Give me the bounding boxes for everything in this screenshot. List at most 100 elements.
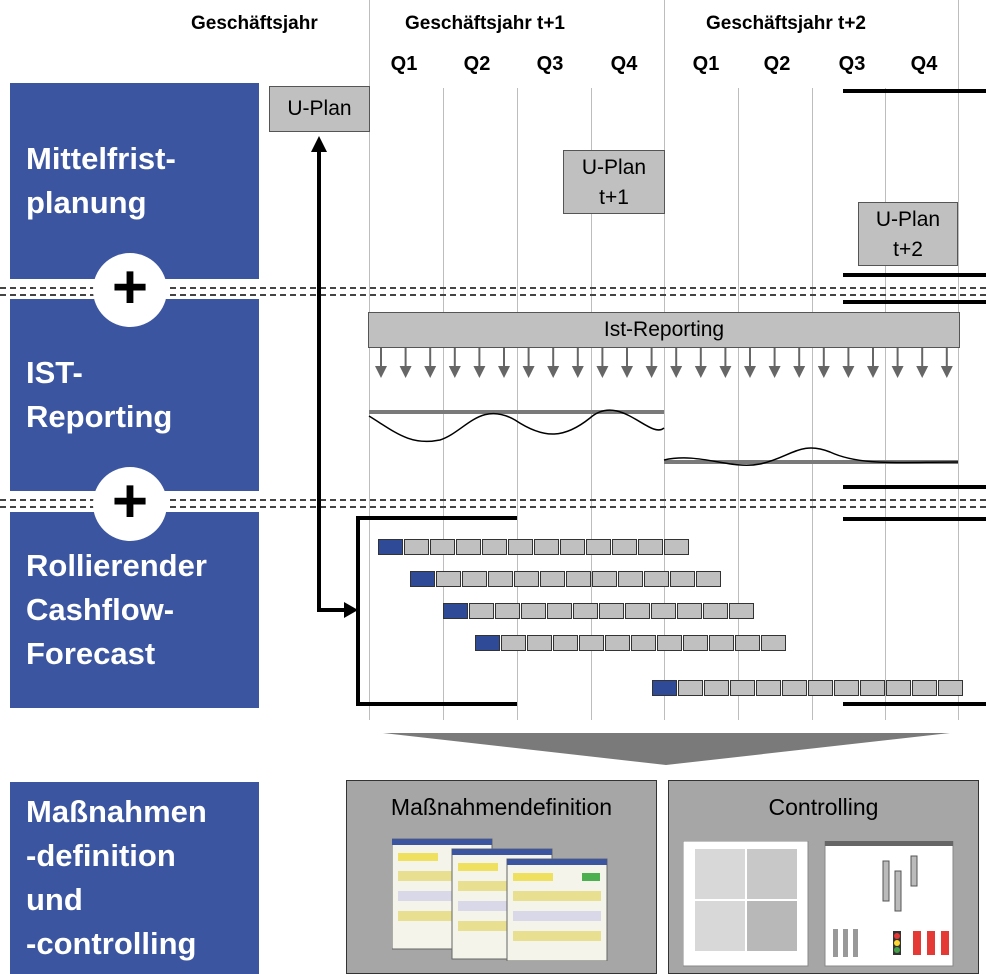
row-label-line: -controlling [26,926,197,961]
grid-line [664,0,665,720]
row-label-ist: IST- Reporting [10,299,259,491]
forecast-period [834,680,859,696]
funnel-arrow [383,733,950,765]
forecast-period [678,680,703,696]
forecast-period [508,539,533,555]
spreadsheet-thumbnail [506,858,608,961]
row-separator [0,287,986,289]
down-arrow-head [817,366,830,378]
actual-curve [663,447,959,466]
grid-line [812,88,813,720]
row-separator [0,294,986,296]
forecast-period [612,539,637,555]
row-label-line: -definition [26,838,176,873]
grid-line [885,88,886,720]
forecast-current-period [378,539,403,555]
quarter-t1-q2: Q2 [463,53,491,75]
u-plan-t2-box: U-Plan t+2 [858,202,958,266]
forecast-period [761,635,786,651]
row-label-line: planung [26,185,147,220]
down-arrow-head [940,366,953,378]
down-arrow-head [621,366,633,378]
down-arrow-head [694,366,707,378]
forecast-period [488,571,513,587]
panel-title: Maßnahmendefinition [390,794,613,820]
forecast-period [670,571,695,587]
u-plan-t1-box: U-Plan t+1 [563,150,665,214]
u-plan-t2-line: t+2 [893,238,923,261]
forecast-period [599,603,624,619]
forecast-period [469,603,494,619]
forecast-period [938,680,963,696]
forecast-period [664,539,689,555]
forecast-current-period [475,635,500,651]
phase-line [843,485,986,489]
row-label-line: IST- [26,355,83,390]
down-arrow-head [719,366,732,378]
forecast-period [657,635,682,651]
forecast-period [638,539,663,555]
row-label-line: Cashflow- [26,592,175,627]
forecast-period [404,539,429,555]
forecast-period [605,635,630,651]
row-label-mittelfrist: Mittelfrist- planung [10,83,259,279]
forecast-row [443,603,755,619]
down-arrow-head [793,366,806,378]
arrow-head-up [311,136,327,152]
ist-reporting-bar: Ist-Reporting [368,312,960,348]
down-arrow-head [867,366,879,378]
grid-line [738,88,739,720]
row-label-line: und [26,882,83,917]
forecast-period [482,539,507,555]
phase-line [843,300,986,304]
forecast-period [560,539,585,555]
forecast-period [540,571,565,587]
down-arrow-head [670,366,683,378]
actual-curve [368,409,665,443]
down-arrow-head [842,366,855,378]
forecast-period [886,680,911,696]
forecast-period [495,603,520,619]
down-arrow-head [571,366,584,378]
forecast-period [683,635,708,651]
forecast-current-period [410,571,435,587]
forecast-period [566,571,591,587]
down-arrow-head [744,366,756,378]
forecast-period [730,680,755,696]
row-label-line: Rollierender [26,548,207,583]
forecast-period [703,603,728,619]
quarter-t2-q1: Q1 [692,53,720,75]
forecast-period [709,635,734,651]
forecast-period [696,571,721,587]
down-arrow-head [375,366,387,378]
forecast-period [534,539,559,555]
phase-line [843,89,986,93]
u-plan-t2-line: U-Plan [875,208,941,231]
down-arrow-head [473,366,486,378]
forecast-period [527,635,552,651]
down-arrow-head [645,366,658,378]
u-plan-box: U-Plan [269,86,370,132]
grid-line [517,88,518,720]
u-plan-t1-line: t+1 [599,186,629,209]
down-arrow-head [547,366,560,378]
forecast-period [912,680,937,696]
forecast-period [860,680,885,696]
grid-line [591,88,592,720]
forecast-period [677,603,702,619]
forecast-period [625,603,650,619]
forecast-period [521,603,546,619]
forecast-row [652,680,964,696]
forecast-period [501,635,526,651]
grid-line [443,88,444,720]
forecast-period [782,680,807,696]
down-arrow-head [916,366,929,378]
forecast-period [579,635,604,651]
forecast-period [729,603,754,619]
forecast-row [410,571,722,587]
down-arrow-head [498,366,510,378]
u-plan-t1-line: U-Plan [581,156,647,179]
forecast-period [547,603,572,619]
forecast-period [618,571,643,587]
